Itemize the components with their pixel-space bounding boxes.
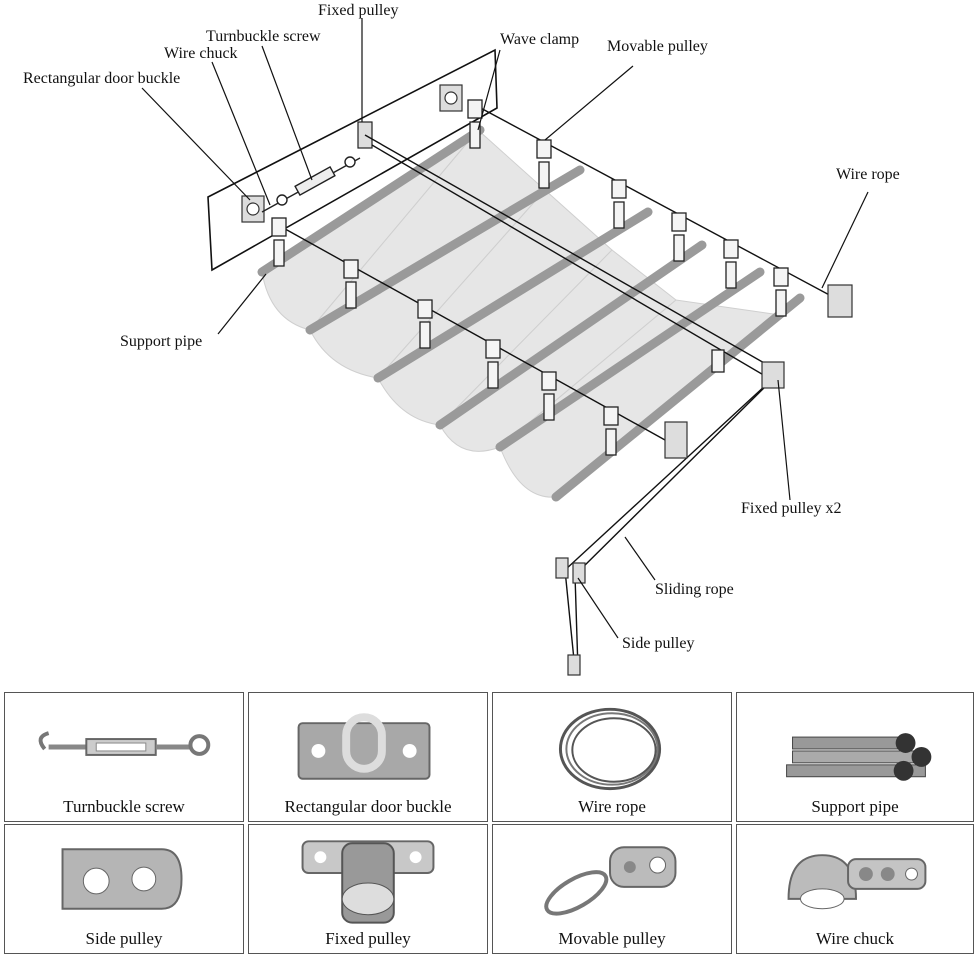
part-card-rectangular-door-buckle: Rectangular door buckle (248, 692, 488, 822)
part-card-wire-rope: Wire rope (492, 692, 732, 822)
part-card-fixed-pulley: Fixed pulley (248, 824, 488, 954)
part-card-turnbuckle-screw: Turnbuckle screw (4, 692, 244, 822)
label-wire-rope: Wire rope (836, 166, 900, 183)
part-label: Side pulley (85, 929, 163, 948)
end-brackets (555, 284, 853, 676)
wire-ropes (277, 104, 836, 671)
label-rectangular-door-buckle: Rectangular door buckle (23, 70, 181, 87)
label-sliding-rope: Sliding rope (655, 581, 734, 598)
label-fixed-pulley: Fixed pulley (318, 2, 399, 19)
assembly-diagram (141, 18, 869, 676)
leader-lines (141, 18, 869, 639)
label-side-pulley: Side pulley (622, 635, 695, 652)
part-card-movable-pulley: Movable pulley (492, 824, 732, 954)
label-turnbuckle-screw: Turnbuckle screw (206, 28, 321, 45)
part-card-support-pipe: Support pipe (736, 692, 974, 822)
part-label: Wire rope (578, 797, 646, 816)
part-label: Wire chuck (815, 929, 895, 948)
part-label: Fixed pulley (325, 929, 411, 948)
door-buckle-right (439, 84, 463, 112)
wire-chuck-icon (787, 854, 927, 910)
side-pulley-icon (61, 848, 183, 910)
part-card-side-pulley: Side pulley (4, 824, 244, 954)
turnbuckle-on-board (261, 156, 361, 213)
part-label: Support pipe (811, 797, 899, 816)
wire-rope-coil-icon (558, 707, 662, 791)
part-label: Movable pulley (558, 929, 666, 948)
part-label: Turnbuckle screw (63, 797, 185, 816)
support-pipe-icon (786, 733, 932, 781)
label-movable-pulley: Movable pulley (607, 38, 708, 55)
door-buckle-left (241, 195, 265, 223)
movable-pulleys (271, 99, 789, 456)
label-wave-clamp: Wave clamp (500, 31, 580, 48)
label-wire-chuck: Wire chuck (164, 45, 238, 62)
label-support-pipe: Support pipe (120, 333, 203, 350)
movable-pulley-icon (544, 846, 677, 916)
part-card-wire-chuck: Wire chuck (736, 824, 974, 954)
door-buckle-icon (297, 713, 431, 780)
label-fixed-pulley-x2: Fixed pulley x2 (741, 500, 842, 517)
fixed-pulley-icon (301, 840, 435, 924)
turnbuckle-screw-icon (38, 731, 211, 756)
part-label: Rectangular door buckle (284, 797, 452, 816)
